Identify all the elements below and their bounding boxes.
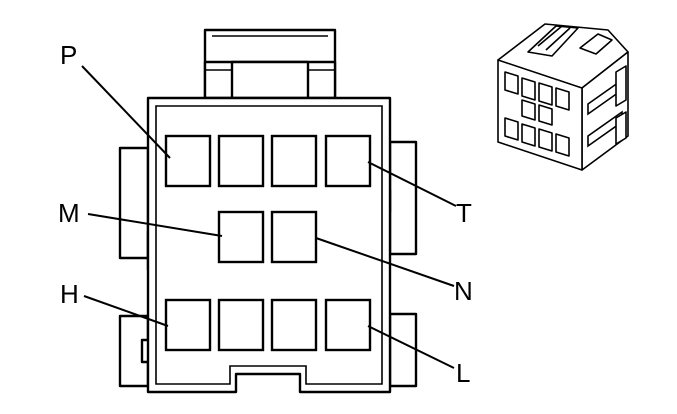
leader-t <box>367 161 457 207</box>
leader-m <box>87 213 223 237</box>
cavity-grid <box>164 134 372 352</box>
leader-n <box>315 237 455 287</box>
iso-cavities <box>504 71 570 157</box>
cavity-h <box>164 298 212 352</box>
leader-p <box>81 65 171 159</box>
cavity-r2 <box>217 134 265 188</box>
cavity-t <box>324 134 372 188</box>
leader-l <box>367 325 455 369</box>
callout-h: H <box>60 279 79 309</box>
cavity-b3 <box>270 298 318 352</box>
leader-h <box>83 295 169 327</box>
leader-lines <box>81 65 457 369</box>
callout-t: T <box>456 198 472 228</box>
connector-face-view: P M H T N L <box>58 28 473 394</box>
cavity-l <box>324 298 372 352</box>
callout-labels: P M H T N L <box>58 40 473 388</box>
connector-isometric-view <box>497 23 629 171</box>
cavity-n <box>270 210 318 264</box>
callout-l: L <box>456 358 470 388</box>
cavity-p <box>164 134 212 188</box>
cavity-b2 <box>217 298 265 352</box>
callout-p: P <box>60 40 77 70</box>
callout-m: M <box>58 198 80 228</box>
callout-n: N <box>454 276 473 306</box>
top-latch <box>203 28 337 100</box>
cavity-r3 <box>270 134 318 188</box>
cavity-m <box>217 210 265 264</box>
